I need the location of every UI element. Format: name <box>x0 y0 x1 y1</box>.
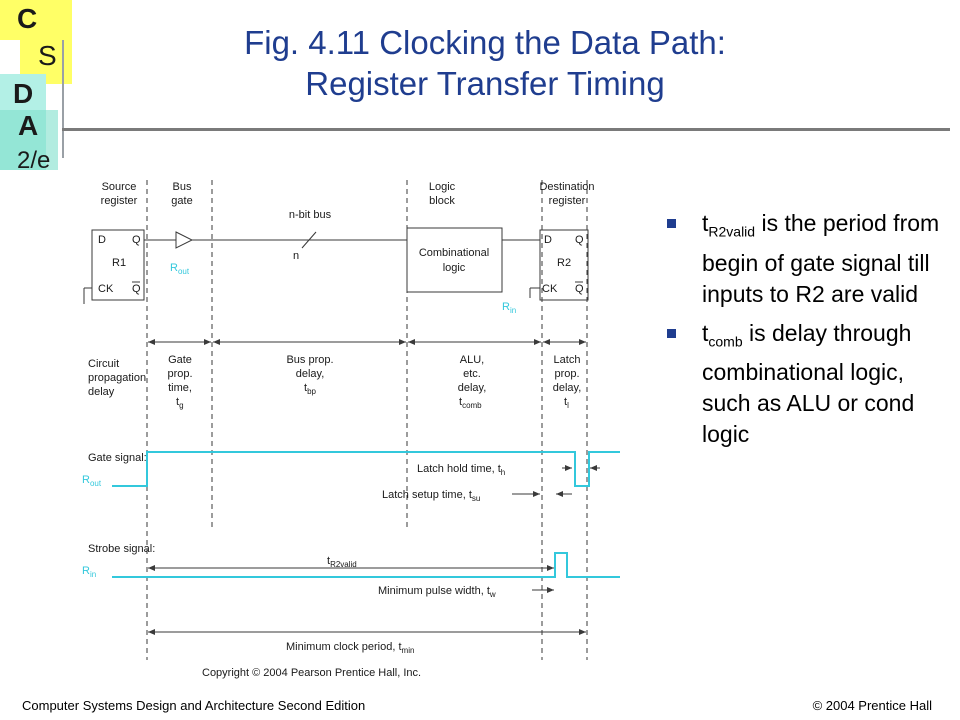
r2-ck: CK <box>542 283 558 295</box>
clock-period-row: Minimum clock period, tmin Copyright © 2… <box>148 629 586 679</box>
timing-diagram: Source register D Q R1 CK Q Bus gate Rou… <box>82 180 620 679</box>
source-title-1: Source <box>102 181 137 193</box>
copyright-label: Copyright © 2004 Pearson Prentice Hall, … <box>202 667 421 679</box>
logo-letter-a: A <box>18 110 39 141</box>
propagation-delay-row: Circuit propagation delay Gate prop. tim… <box>88 339 586 410</box>
bullet-list: tR2valid is the period from begin of gat… <box>662 208 942 458</box>
r2-q: Q <box>575 234 584 246</box>
bullet-item-r2valid: tR2valid is the period from begin of gat… <box>662 208 942 310</box>
dest-title-2: register <box>549 195 586 207</box>
strobe-signal-name: Rin <box>82 565 96 579</box>
r1-d: D <box>98 234 106 246</box>
bus-delay-1: Bus prop. <box>286 354 333 366</box>
gate-signal-label: Gate signal: <box>88 452 147 464</box>
alu-delay-3: delay, <box>458 382 487 394</box>
delay-row-label-2: propagation <box>88 372 146 384</box>
setup-label: Latch setup time, tsu <box>382 489 480 503</box>
latch-delay-2: prop. <box>554 368 579 380</box>
alu-delay-1: ALU, <box>460 354 484 366</box>
r2-d: D <box>544 234 552 246</box>
r1-box <box>91 229 145 301</box>
logic-label-1: Combinational <box>419 247 489 259</box>
bus-gate: Bus gate Rout <box>144 181 194 276</box>
header-rule <box>62 128 950 131</box>
slide-title: Fig. 4.11 Clocking the Data Path: Regist… <box>150 22 820 104</box>
bus-width-slash <box>301 231 317 249</box>
r1-name: R1 <box>112 257 126 269</box>
tristate-buffer <box>175 231 194 249</box>
bullet-item-comb: tcomb is delay through combinational log… <box>662 318 942 451</box>
source-register: Source register D Q R1 CK Q <box>83 181 145 304</box>
footer-book-title: Computer Systems Design and Architecture… <box>22 698 366 713</box>
gate-delay-3: time, <box>168 382 192 394</box>
gate-signal-waveform <box>112 451 620 487</box>
logo-letter-c: C <box>17 3 38 34</box>
delay-row-label-3: delay <box>88 386 115 398</box>
logo-letter-d: D <box>13 78 34 109</box>
bus-title: n-bit bus <box>289 209 332 221</box>
period-label: Minimum clock period, tmin <box>286 641 414 655</box>
title-line-1: Fig. 4.11 Clocking the Data Path: <box>244 24 726 61</box>
r2valid-label: tR2valid <box>327 555 357 569</box>
gate-signal: Rout <box>170 262 190 276</box>
latch-delay-3: delay, <box>553 382 582 394</box>
bus-delay-sym: tbp <box>304 382 317 396</box>
square-bullet-icon <box>667 219 676 228</box>
strobe-signal-waveform <box>112 552 620 578</box>
hold-label: Latch hold time, th <box>417 463 505 477</box>
gate-title-1: Bus <box>173 181 192 193</box>
n-bit-bus: n-bit bus n <box>192 209 407 262</box>
logo-edition: 2/e <box>17 147 51 174</box>
gate-title-2: gate <box>171 195 192 207</box>
dest-signal: Rin <box>502 301 516 315</box>
logo-tile-top <box>0 0 72 40</box>
combinational-box <box>406 227 503 293</box>
latch-delay-sym: tl <box>564 396 569 410</box>
logo-letter-s: S <box>38 40 57 71</box>
gate-delay-sym: tg <box>176 396 184 410</box>
logic-label-2: logic <box>443 262 466 274</box>
gate-delay-1: Gate <box>168 354 192 366</box>
dest-title-1: Destination <box>539 181 594 193</box>
logic-title-2: block <box>429 195 455 207</box>
alu-delay-sym: tcomb <box>459 396 482 410</box>
r2-box <box>539 229 589 301</box>
logic-title-1: Logic <box>429 181 456 193</box>
r2-name: R2 <box>557 257 571 269</box>
gate-signal-name: Rout <box>82 474 102 488</box>
pulse-label: Minimum pulse width, tw <box>378 585 496 599</box>
gate-signal-row: Gate signal: Rout Latch hold time, th La… <box>82 451 620 503</box>
bus-width-n: n <box>293 250 299 262</box>
r1-q: Q <box>132 234 141 246</box>
delay-row-label-1: Circuit <box>88 358 119 370</box>
dashed-guides <box>146 180 588 660</box>
destination-register: Destination register D Q R2 CK Q Rin <box>502 181 595 315</box>
strobe-signal-label: Strobe signal: <box>88 543 155 555</box>
strobe-signal-row: Strobe signal: Rin tR2valid Minimum puls… <box>82 543 620 599</box>
logo-frame-line <box>62 40 64 158</box>
r2-qbar: Q <box>575 283 584 295</box>
r1-ck: CK <box>98 283 114 295</box>
latch-delay-1: Latch <box>554 354 581 366</box>
logo-tile-cyan2 <box>0 110 58 170</box>
csda-logo: C S D A 2/e <box>0 0 80 174</box>
logic-block: Logic block Combinational logic <box>406 181 540 293</box>
footer-copyright: © 2004 Prentice Hall <box>812 698 932 713</box>
source-title-2: register <box>101 195 138 207</box>
gate-delay-2: prop. <box>167 368 192 380</box>
square-bullet-icon <box>667 328 676 338</box>
bus-delay-2: delay, <box>296 368 325 380</box>
r1-qbar: Q <box>132 283 141 295</box>
title-line-2: Register Transfer Timing <box>305 65 665 102</box>
alu-delay-2: etc. <box>463 368 481 380</box>
